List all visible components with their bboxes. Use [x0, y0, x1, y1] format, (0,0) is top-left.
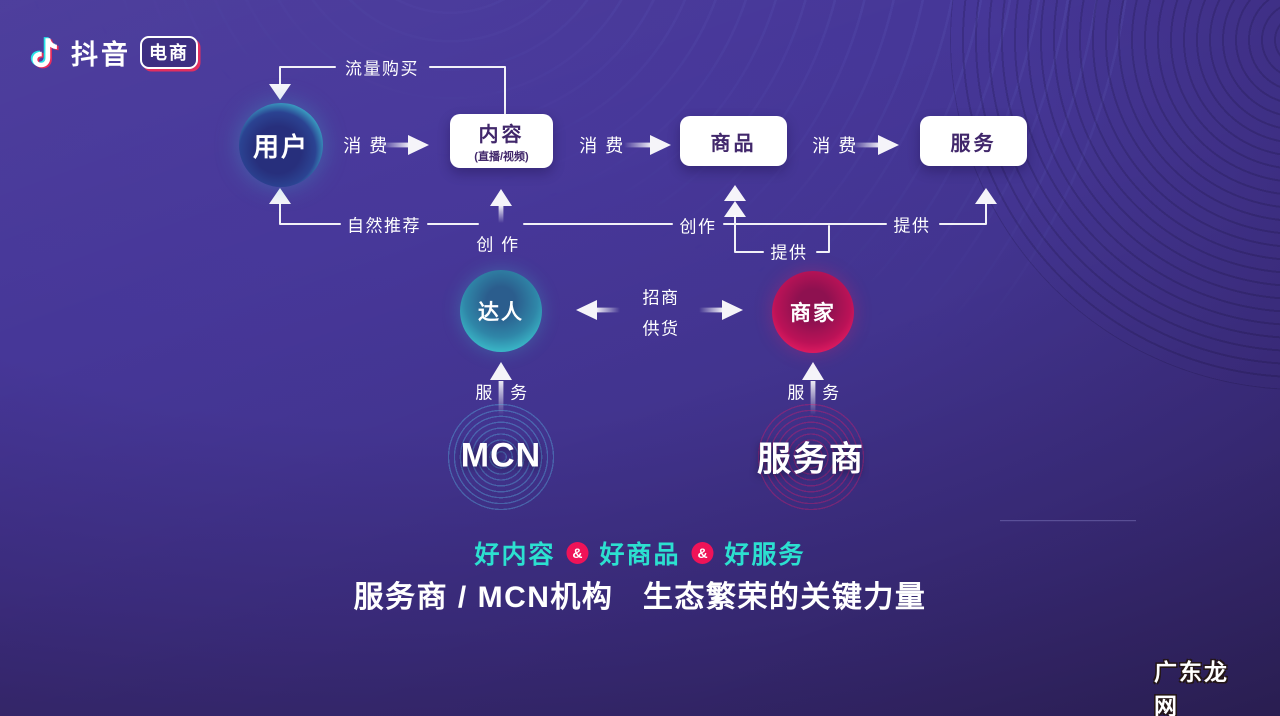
brand-name: 抖音: [71, 40, 131, 70]
edge-label-consume-2: 消 费: [579, 136, 625, 156]
node-goods: 商品: [680, 116, 787, 166]
ecommerce-badge: 电商: [140, 36, 198, 69]
edge-label-consume-3: 消 费: [812, 136, 858, 156]
node-content: 内容 (直播/视频): [450, 114, 553, 168]
mcn-label: MCN: [460, 436, 542, 475]
consume-arrow-1: [382, 135, 429, 155]
edge-label-create-goods: 创作: [679, 217, 717, 237]
watermark: 广东龙网: [1154, 660, 1229, 716]
node-user: 用户: [239, 103, 323, 187]
faint-line-decoration: [1000, 520, 1136, 522]
edge-label-traffic-purchase: 流量购买: [345, 59, 419, 79]
node-goods-label: 商品: [710, 132, 757, 155]
mcn-rings-decoration: [447, 403, 555, 511]
arrow-into-user-top: [269, 84, 291, 100]
tagline-good-service: 好服务: [724, 541, 806, 569]
ampersand-badge-1: &: [566, 542, 589, 564]
node-user-label: 用户: [252, 131, 309, 162]
edge-label-natural-recommend: 自然推荐: [347, 216, 421, 236]
tagline-good-content: 好内容: [474, 541, 556, 569]
edge-label-consume-1: 消 费: [343, 136, 389, 156]
main-title: 服务商 / MCN机构 生态繁荣的关键力量: [353, 581, 927, 614]
node-talent: 达人: [460, 270, 542, 352]
arrow-into-goods-1: [724, 185, 746, 201]
traffic-purchase-loop: [279, 66, 506, 115]
edge-label-serve-provider: 服 务: [787, 383, 841, 403]
edge-label-provide-goods: 提供: [770, 243, 808, 263]
natural-recommend-line: [279, 203, 987, 225]
node-service-label: 服务: [950, 132, 997, 155]
arrow-into-content: [490, 189, 512, 206]
invest-arrow-left: [576, 300, 620, 320]
consume-arrow-3: [852, 135, 899, 155]
edge-label-provide-service: 提供: [893, 216, 931, 236]
arrow-into-service-bottom: [975, 188, 997, 204]
provide-bracket: [734, 215, 830, 253]
service-provider-label: 服务商: [757, 440, 865, 479]
tiktok-note-icon: [30, 36, 59, 68]
node-merchant-label: 商家: [790, 302, 836, 325]
serve-arrow-provider: [802, 362, 824, 415]
arrow-into-goods-2: [724, 201, 746, 217]
consume-arrow-2: [624, 135, 671, 155]
douyin-ecommerce-logo: 抖音 电商: [28, 33, 198, 72]
node-merchant: 商家: [772, 271, 854, 353]
arrow-into-user-bottom: [269, 188, 291, 204]
node-content-label: 内容: [478, 124, 525, 146]
node-service: 服务: [920, 116, 1027, 166]
edge-label-serve-mcn: 服 务: [475, 383, 529, 403]
tagline: 好内容 & 好商品 & 好服务: [474, 535, 805, 571]
tagline-good-goods: 好商品: [599, 541, 681, 569]
node-talent-label: 达人: [478, 301, 524, 324]
edge-label-supply-goods: 供货: [642, 319, 680, 339]
node-content-subtitle: (直播/视频): [474, 151, 529, 163]
edge-label-create-content: 创 作: [476, 235, 520, 255]
provider-rings-decoration: [757, 403, 865, 511]
supply-arrow-right: [699, 300, 743, 320]
ampersand-badge-2: &: [691, 542, 714, 564]
edge-label-attract-investment: 招商: [642, 288, 680, 308]
serve-arrow-mcn: [490, 362, 512, 415]
